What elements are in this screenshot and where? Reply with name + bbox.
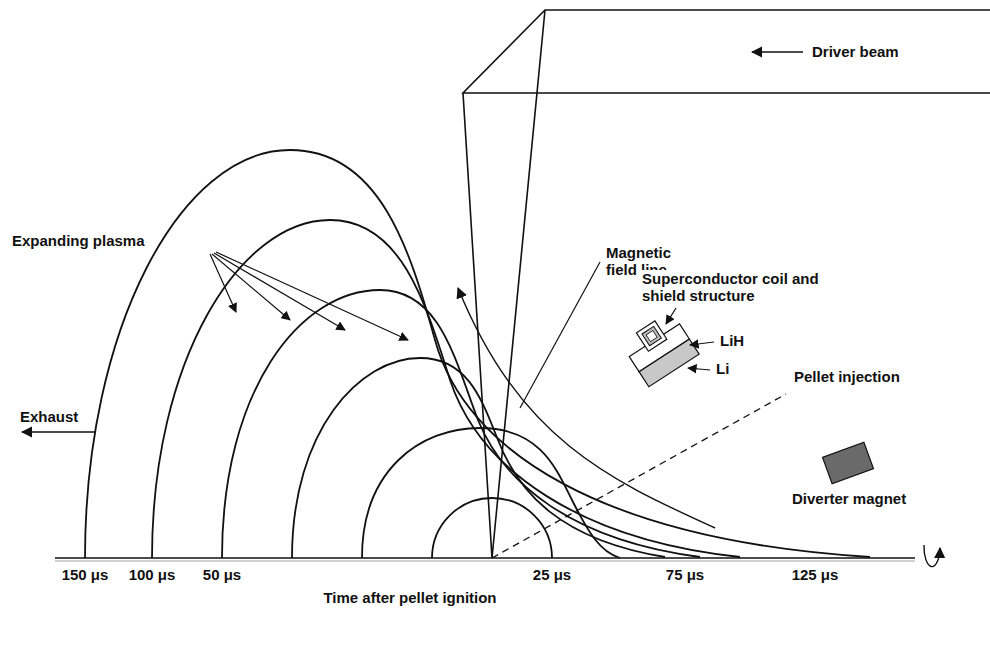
tick-label: 25 μs bbox=[531, 566, 573, 583]
tick-label: 100 μs bbox=[127, 566, 178, 583]
leader-line bbox=[688, 368, 710, 370]
plasma-label: Expanding plasma bbox=[10, 232, 147, 249]
material-label: Li bbox=[714, 360, 731, 377]
axis-line bbox=[55, 557, 915, 559]
diverter-magnet bbox=[823, 442, 874, 483]
tick-label: 150 μs bbox=[60, 566, 111, 583]
pellet-label: Pellet injection bbox=[792, 368, 902, 385]
leader-lines bbox=[210, 252, 408, 340]
coil-label: Superconductor coil and shield structure bbox=[640, 270, 834, 304]
rotation-symbol bbox=[924, 545, 940, 567]
beam-arrow bbox=[752, 51, 803, 52]
field-line bbox=[458, 288, 715, 528]
driver-beam-shape bbox=[463, 10, 990, 558]
tick-label: 50 μs bbox=[201, 566, 243, 583]
material-label: LiH bbox=[718, 332, 746, 349]
axis-line bbox=[55, 561, 915, 562]
beam-label: Driver beam bbox=[810, 43, 901, 60]
leader-line bbox=[666, 308, 676, 324]
plasma-fronts bbox=[85, 150, 870, 558]
leader-line bbox=[690, 342, 714, 345]
tick-label: 75 μs bbox=[664, 566, 706, 583]
axis-title: Time after pellet ignition bbox=[321, 589, 498, 606]
coil-structure bbox=[621, 311, 700, 387]
pellet-path bbox=[492, 394, 786, 558]
leader-line bbox=[520, 262, 600, 408]
magnet-label: Diverter magnet bbox=[790, 490, 908, 507]
exhaust-arrow bbox=[22, 431, 95, 432]
exhaust-label: Exhaust bbox=[18, 408, 80, 425]
tick-label: 125 μs bbox=[790, 566, 841, 583]
